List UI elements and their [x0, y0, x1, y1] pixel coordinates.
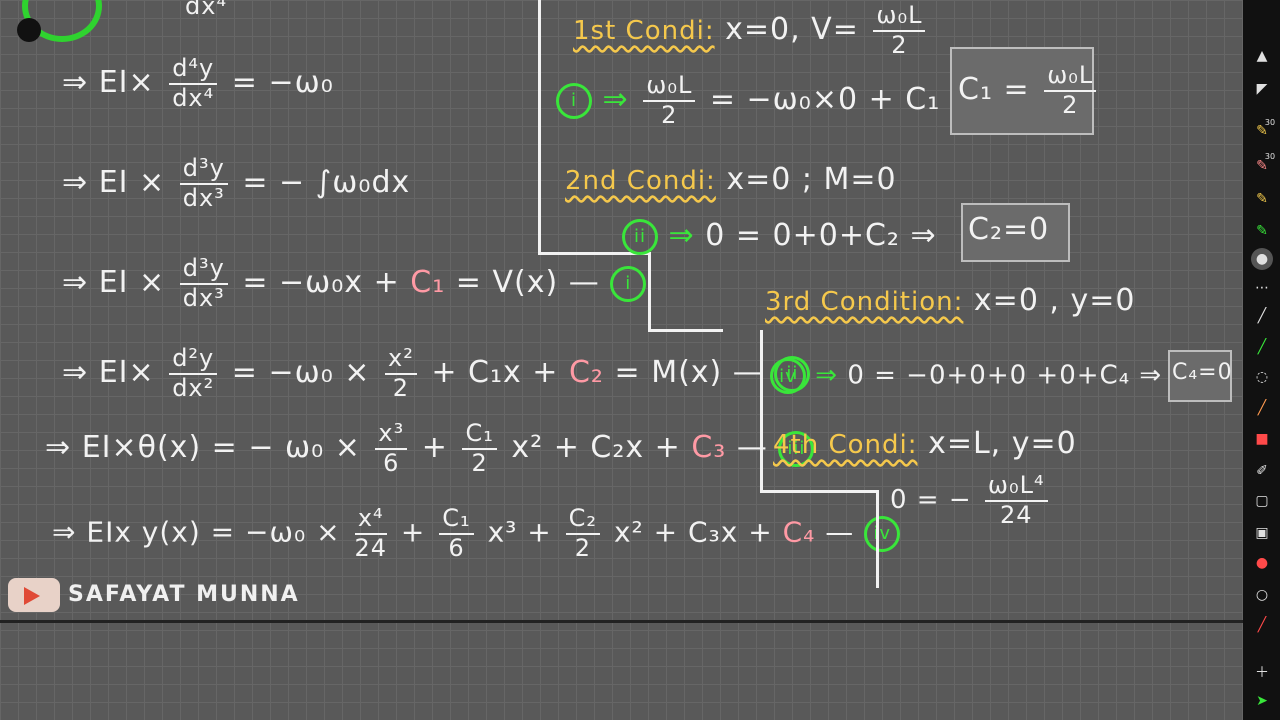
drawing-toolbar: ▲ ◤ ✎ 30 ✎ 30 ✎ ✎ ● ⋯ ╱ ╱ ◌ ╱ ■ ✐ ▢ ▣ ● …: [1243, 0, 1280, 720]
divider-line: [648, 252, 651, 332]
pen-size-badge: 30: [1264, 118, 1276, 127]
pen-red-2-icon[interactable]: ╱: [1257, 617, 1267, 633]
laser-icon[interactable]: ●: [1255, 555, 1269, 571]
circle-tool-icon[interactable]: ○: [1255, 587, 1269, 603]
pen-yellow-icon[interactable]: ✎: [1256, 123, 1268, 139]
result-box-c4: [1168, 350, 1232, 402]
divider-line: [538, 252, 650, 255]
pointer-icon[interactable]: ▲: [1256, 48, 1268, 64]
play-icon: [24, 587, 40, 605]
condition-2-header: 2nd Condi: x=0 ; M=0: [565, 162, 897, 197]
condition-3-equation: iv ⇒ 0 = −0+0+0 +0+C₄ ⇒: [770, 358, 1162, 394]
condition-4-header: 4th Condi: x=L, y=0: [773, 426, 1077, 461]
next-page-area[interactable]: [0, 623, 1243, 720]
condition-2-equation: ii ⇒ 0 = 0+0+C₂ ⇒: [622, 218, 937, 255]
result-box-c2: [961, 203, 1070, 262]
channel-name: SAFAYAT MUNNA: [68, 582, 300, 607]
page-icon[interactable]: ▢: [1255, 493, 1269, 509]
condition-3-header: 3rd Condition: x=0 , y=0: [765, 283, 1136, 318]
top-fraction-den: dx⁴: [185, 0, 228, 20]
lasso-icon[interactable]: ◌: [1255, 369, 1269, 385]
highlighter-icon[interactable]: ✎: [1256, 191, 1268, 207]
line-icon[interactable]: ╱: [1257, 308, 1267, 324]
more-icon[interactable]: ⋯: [1255, 280, 1269, 296]
divider-line: [538, 0, 541, 253]
shape-red-icon[interactable]: ■: [1255, 431, 1269, 447]
add-page-icon[interactable]: ＋: [1255, 665, 1269, 681]
pages-icon[interactable]: ▣: [1255, 525, 1269, 541]
pen-red-icon[interactable]: ✎: [1256, 158, 1268, 174]
result-c4: C₄=0: [1172, 360, 1233, 385]
pen-green-icon[interactable]: ✎: [1256, 223, 1268, 239]
pen-size-badge: 30: [1264, 152, 1276, 161]
divider-line: [760, 490, 878, 493]
eraser-icon[interactable]: ●: [1251, 248, 1273, 270]
pen-cursor-icon: [17, 18, 41, 42]
pen-orange-icon[interactable]: ╱: [1257, 400, 1267, 416]
divider-line: [760, 330, 763, 492]
pen-green-2-icon[interactable]: ╱: [1257, 339, 1267, 355]
nav-icon[interactable]: ➤: [1256, 693, 1268, 709]
result-c2: C₂=0: [968, 212, 1050, 247]
divider-line: [876, 490, 879, 588]
page-break-line: [0, 620, 1243, 623]
select-icon[interactable]: ◤: [1256, 81, 1268, 97]
pipette-icon[interactable]: ✐: [1256, 463, 1268, 479]
divider-line: [648, 329, 723, 332]
